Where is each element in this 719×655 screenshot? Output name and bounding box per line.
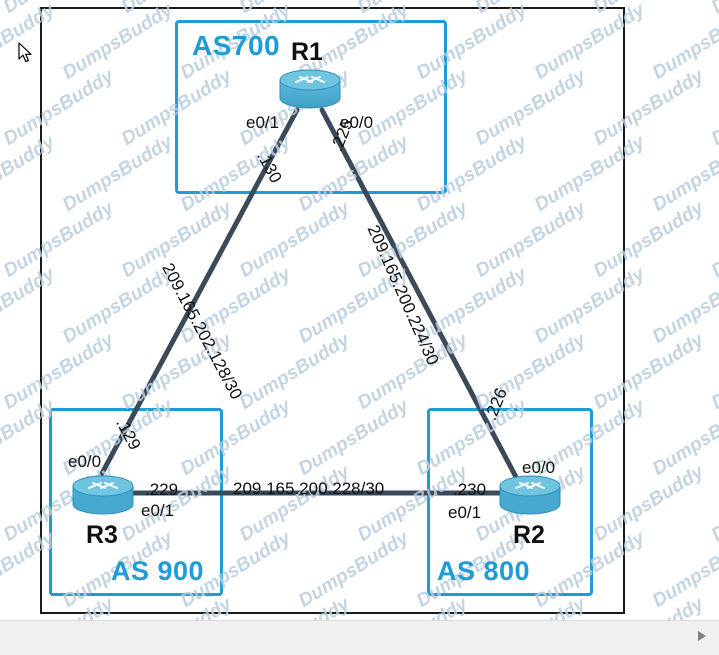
router-label-r1: R1 [291,38,323,66]
watermark-text: DumpsBuddy [708,461,719,546]
watermark-text: DumpsBuddy [708,0,719,19]
watermark-text: DumpsBuddy [649,0,719,85]
as-label-as700: AS700 [192,30,281,61]
diagram-frame [40,7,625,614]
router-icon-r3 [72,475,134,515]
router-label-r2: R2 [513,521,545,549]
interface-label-r3-e00: e0/0 [68,452,102,471]
watermark-text: DumpsBuddy [649,527,719,612]
router-icon-r2 [499,475,561,515]
watermark-text: DumpsBuddy [649,131,719,216]
watermark-text: DumpsBuddy [649,395,719,480]
as-label-as900: AS 900 [111,556,205,586]
watermark-text: DumpsBuddy [708,65,719,150]
host-label-r2-230: .230 [453,480,487,499]
host-label-r3-229: .229 [145,480,179,499]
subnet-label-r3-r2: 209.165.200.228/30 [233,479,385,498]
scroll-right-arrow-icon[interactable] [698,631,706,641]
interface-label-r2-e01: e0/1 [448,503,482,522]
as-box-as700 [175,20,447,194]
interface-label-r2-e00: e0/0 [522,458,556,477]
interface-label-r1-e01: e0/1 [246,113,280,132]
page-bottom-strip [0,620,719,655]
mouse-cursor-icon [18,42,32,63]
interface-label-r3-e01: e0/1 [141,501,175,520]
watermark-text: DumpsBuddy [708,329,719,414]
router-label-r3: R3 [86,521,118,549]
as-label-as800: AS 800 [437,556,531,586]
router-icon-r1 [279,69,341,109]
watermark-text: DumpsBuddy [649,263,719,348]
watermark-text: DumpsBuddy [708,197,719,282]
